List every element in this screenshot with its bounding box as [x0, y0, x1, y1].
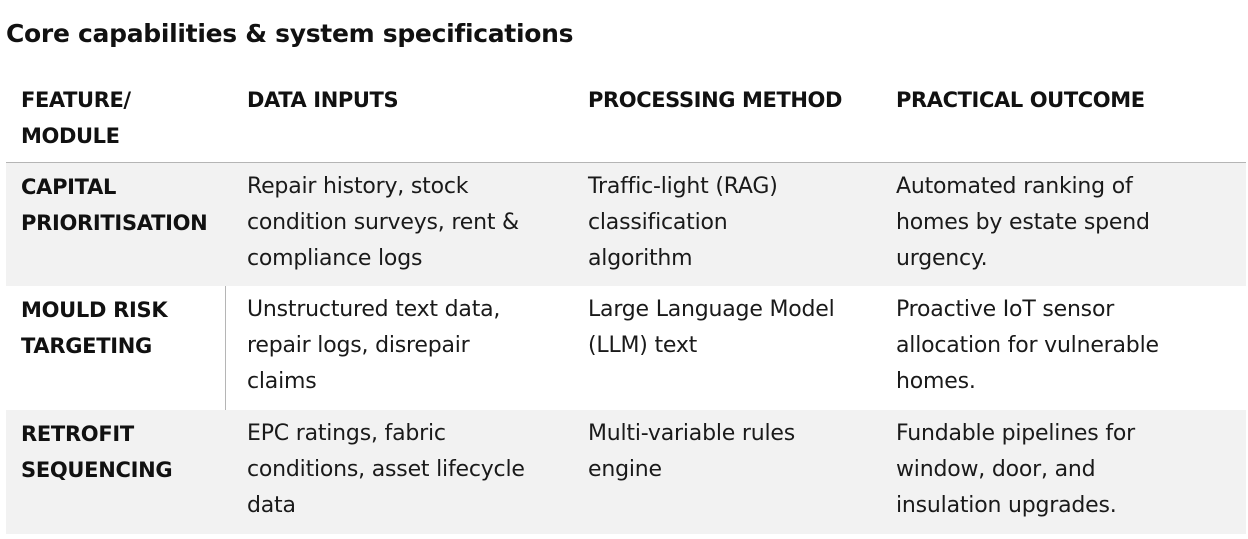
inputs-cell: Repair history, stock condition surveys,…: [247, 163, 577, 277]
outcome-line: allocation for vulnerable: [896, 333, 1159, 358]
feature-cell: MOULD RISK TARGETING: [21, 286, 221, 364]
header-feature-line-1: FEATURE/: [21, 88, 131, 112]
header-feature-line-2: MODULE: [21, 124, 120, 148]
inputs-line: compliance logs: [247, 246, 423, 271]
inputs-cell: EPC ratings, fabric conditions, asset li…: [247, 410, 577, 524]
inputs-line: EPC ratings, fabric: [247, 421, 446, 446]
feature-cell: RETROFIT SEQUENCING: [21, 410, 221, 488]
inputs-line: condition surveys, rent &: [247, 210, 519, 235]
header-data-inputs: DATA INPUTS: [247, 88, 399, 112]
method-cell: Traffic-light (RAG) classification algor…: [588, 163, 888, 277]
method-line: Large Language Model: [588, 297, 835, 322]
feature-line: SEQUENCING: [21, 458, 173, 482]
outcome-line: window, door, and: [896, 457, 1096, 482]
outcome-line: urgency.: [896, 246, 988, 271]
feature-line: PRIORITISATION: [21, 211, 208, 235]
table-row: MOULD RISK TARGETING Unstructured text d…: [6, 286, 1246, 410]
table-header-row: FEATURE/ MODULE DATA INPUTS PROCESSING M…: [6, 80, 1246, 162]
method-cell: Multi-variable rules engine: [588, 410, 888, 488]
capabilities-table: FEATURE/ MODULE DATA INPUTS PROCESSING M…: [6, 80, 1246, 534]
inputs-line: Repair history, stock: [247, 174, 469, 199]
outcome-cell: Proactive IoT sensor allocation for vuln…: [896, 286, 1236, 400]
page-title: Core capabilities & system specification…: [6, 19, 574, 48]
header-processing-method: PROCESSING METHOD: [588, 88, 843, 112]
feature-line: TARGETING: [21, 334, 152, 358]
feature-line: RETROFIT: [21, 422, 134, 446]
table-row: RETROFIT SEQUENCING EPC ratings, fabric …: [6, 410, 1246, 534]
method-line: engine: [588, 457, 662, 482]
method-line: Multi-variable rules: [588, 421, 795, 446]
header-feature-module: FEATURE/ MODULE: [21, 80, 221, 154]
inputs-line: Unstructured text data,: [247, 297, 501, 322]
outcome-cell: Automated ranking of homes by estate spe…: [896, 163, 1236, 277]
method-cell: Large Language Model (LLM) text: [588, 286, 888, 364]
feature-line: MOULD RISK: [21, 298, 168, 322]
outcome-line: Proactive IoT sensor: [896, 297, 1115, 322]
method-line: classification: [588, 210, 728, 235]
inputs-line: conditions, asset lifecycle: [247, 457, 525, 482]
header-practical-outcome: PRACTICAL OUTCOME: [896, 88, 1145, 112]
method-line: algorithm: [588, 246, 693, 271]
table-row: CAPITAL PRIORITISATION Repair history, s…: [6, 162, 1246, 286]
outcome-line: Fundable pipelines for: [896, 421, 1135, 446]
outcome-line: homes by estate spend: [896, 210, 1150, 235]
feature-cell: CAPITAL PRIORITISATION: [21, 163, 221, 241]
outcome-cell: Fundable pipelines for window, door, and…: [896, 410, 1236, 524]
inputs-cell: Unstructured text data, repair logs, dis…: [247, 286, 577, 400]
outcome-line: insulation upgrades.: [896, 493, 1117, 518]
outcome-line: homes.: [896, 369, 976, 394]
inputs-line: repair logs, disrepair: [247, 333, 470, 358]
feature-line: CAPITAL: [21, 175, 117, 199]
method-line: Traffic-light (RAG): [588, 174, 778, 199]
inputs-line: data: [247, 493, 296, 518]
column-divider: [225, 162, 226, 534]
method-line: (LLM) text: [588, 333, 698, 358]
outcome-line: Automated ranking of: [896, 174, 1133, 199]
inputs-line: claims: [247, 369, 317, 394]
